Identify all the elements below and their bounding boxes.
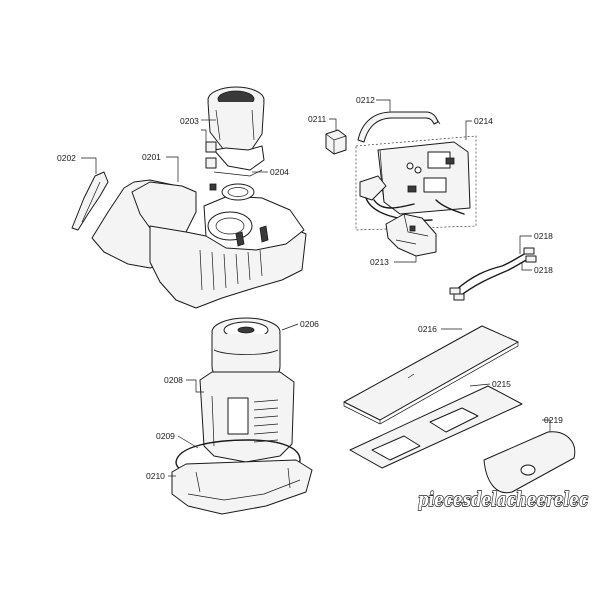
part-0201-housing bbox=[91, 179, 307, 309]
part-0208-motor-housing bbox=[199, 371, 295, 463]
label-0216: 0216 bbox=[418, 324, 437, 334]
label-0215: 0215 bbox=[492, 379, 511, 389]
label-0212: 0212 bbox=[356, 95, 375, 105]
label-0214: 0214 bbox=[474, 116, 493, 126]
part-0211-connector bbox=[325, 129, 347, 155]
watermark: piecesdelacheerelec bbox=[418, 487, 588, 511]
label-0208: 0208 bbox=[164, 375, 183, 385]
label-0210: 0210 bbox=[146, 471, 165, 481]
label-0209: 0209 bbox=[156, 431, 175, 441]
label-0218-bottom: 0218 bbox=[534, 265, 553, 275]
part-0213-bracket bbox=[385, 213, 437, 257]
part-0219-plate bbox=[483, 431, 576, 494]
label-0204: 0204 bbox=[270, 167, 289, 177]
part-0210-base bbox=[171, 459, 313, 515]
part-0212-pipe bbox=[357, 111, 441, 143]
leader-lines bbox=[81, 99, 551, 477]
part-labels: 0202 0201 0203 0204 0211 0212 0214 0213 … bbox=[57, 95, 563, 481]
label-0202: 0202 bbox=[57, 153, 76, 163]
label-0211: 0211 bbox=[308, 114, 327, 124]
part-0202-blade bbox=[71, 171, 109, 231]
part-0215-frame bbox=[349, 385, 523, 469]
label-0219: 0219 bbox=[544, 415, 563, 425]
part-0218-wires bbox=[449, 247, 537, 301]
label-0218-top: 0218 bbox=[534, 231, 553, 241]
label-0201: 0201 bbox=[142, 152, 161, 162]
label-0206: 0206 bbox=[300, 319, 319, 329]
part-0203-filter-head bbox=[205, 86, 265, 201]
part-0214-circuit-board bbox=[355, 135, 477, 231]
part-0216-filter-plate bbox=[343, 325, 519, 425]
label-0203: 0203 bbox=[180, 116, 199, 126]
label-0213: 0213 bbox=[370, 257, 389, 267]
